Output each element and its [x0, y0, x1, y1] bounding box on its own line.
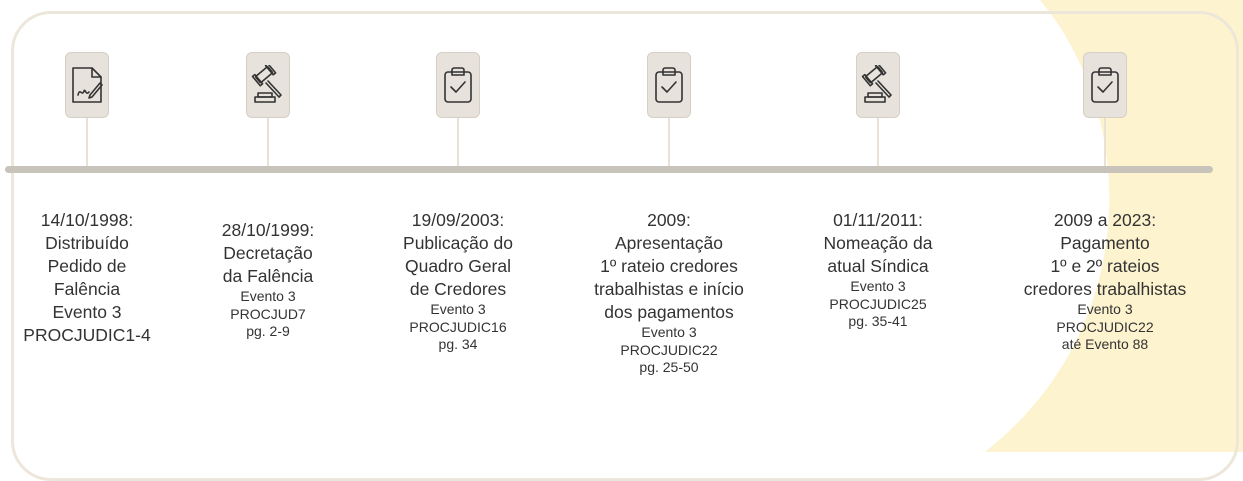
clipboard-check-icon — [1083, 52, 1127, 118]
gavel-icon — [856, 52, 900, 118]
event-description: 19/09/2003: Publicação do Quadro Geral d… — [403, 210, 513, 299]
event-description: 2009: Apresentação 1º rateio credores tr… — [594, 210, 744, 322]
event-reference: Evento 3 PROCJUDIC25 pg. 35-41 — [829, 278, 927, 329]
event-description: 14/10/1998: Distribuído Pedido de Falênc… — [40, 210, 134, 299]
event-description: 01/11/2011: Nomeação da atual Síndica — [823, 210, 933, 276]
timeline-connector — [457, 118, 459, 166]
event-reference: Evento 3 PROCJUDIC16 pg. 34 — [409, 301, 507, 352]
event-reference: Evento 3 PROCJUDIC22 até Evento 88 — [1056, 301, 1154, 352]
clipboard-check-icon — [647, 52, 691, 118]
event-description: 2009 a 2023: Pagamento 1º e 2º rateios c… — [1023, 210, 1187, 299]
event-reference: Evento 3 PROCJUDIC1-4 — [23, 302, 151, 345]
signed-document-icon — [65, 52, 109, 118]
clipboard-check-icon — [436, 52, 480, 118]
background-accent-shape — [985, 0, 1243, 452]
timeline-connector — [86, 118, 88, 166]
event-reference: Evento 3 PROCJUDIC22 pg. 25-50 — [620, 324, 718, 375]
event-reference: Evento 3 PROCJUD7 pg. 2-9 — [230, 288, 306, 339]
timeline-connector — [1104, 118, 1106, 166]
event-description: 28/10/1999: Decretação da Falência — [221, 220, 315, 286]
gavel-icon — [246, 52, 290, 118]
timeline-axis — [5, 166, 1213, 173]
timeline-connector — [668, 118, 670, 166]
timeline-connector — [267, 118, 269, 166]
timeline-connector — [877, 118, 879, 166]
